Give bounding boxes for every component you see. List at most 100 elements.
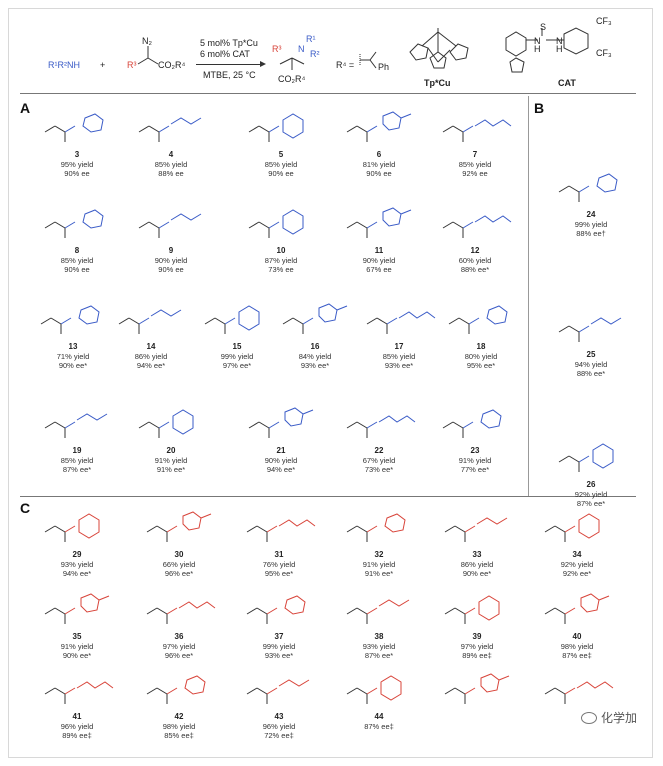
compound-yield: 99% yield	[574, 220, 608, 229]
compound-ee: 72% ee‡	[264, 731, 294, 740]
compound-yield: 90% yield	[362, 256, 396, 265]
compound-yield: 81% yield	[362, 160, 396, 169]
compound-yield: 85% yield	[382, 352, 416, 361]
compound-number: 19	[72, 446, 82, 455]
compound-yield: 86% yield	[134, 352, 168, 361]
compound-ee: 85% ee‡	[164, 731, 194, 740]
compound-number: 38	[374, 632, 384, 641]
compound-structure	[118, 309, 182, 334]
compound-yield: 90% yield	[264, 456, 298, 465]
compound-ee: 90% ee	[366, 169, 392, 178]
product-ester-label: CO₂R⁴	[278, 74, 306, 84]
r4-group-structure	[359, 51, 377, 69]
compound-number: 31	[274, 550, 284, 559]
compound-structure	[44, 593, 110, 624]
compound-structure	[44, 209, 104, 238]
compound-structure	[248, 113, 304, 142]
cat-h-left: H	[534, 44, 541, 54]
compound-yield: 85% yield	[154, 160, 188, 169]
compound-ee: 90% ee	[268, 169, 294, 178]
compound-ee: 77% ee*	[460, 465, 490, 474]
compound-number: 12	[470, 246, 480, 255]
compound-yield: 76% yield	[262, 560, 296, 569]
compound-structure	[44, 681, 114, 704]
compound-structure	[346, 207, 412, 238]
compound-yield: 91% yield	[60, 642, 94, 651]
compound-yield: 67% yield	[362, 456, 396, 465]
product-structure	[279, 57, 305, 70]
compound-ee: 95% ee*	[466, 361, 496, 370]
compound-yield: 87% yield	[264, 256, 298, 265]
compound-structure	[346, 415, 416, 438]
watermark: 化学加	[580, 709, 637, 726]
compound-yield: 71% yield	[56, 352, 90, 361]
compound-yield: 92% yield	[574, 490, 608, 499]
tpcu-catalyst-structure	[409, 28, 469, 69]
compound-structure	[544, 593, 610, 624]
compound-structure	[246, 519, 316, 542]
diazo-structure	[137, 46, 159, 65]
compound-structure	[444, 595, 500, 624]
compound-structure	[282, 303, 348, 334]
reaction-scheme: R¹R²NH + N₂ R³ CO₂R⁴ 5 mol% Tp*Cu 6 mol%…	[10, 14, 645, 90]
compound-yield: 99% yield	[220, 352, 254, 361]
diazo-ester-label: CO₂R⁴	[158, 60, 186, 70]
compound-yield: 97% yield	[460, 642, 494, 651]
compound-ee: 90% ee	[64, 265, 90, 274]
section-label-a: A	[20, 100, 31, 116]
compound-ee: 93% ee*	[384, 361, 414, 370]
compound-yield: 85% yield	[60, 456, 94, 465]
compound-number: 32	[374, 550, 384, 559]
divider-middle	[20, 496, 636, 497]
compound-number: 3	[74, 150, 80, 159]
section-label-b: B	[534, 100, 545, 116]
compound-ee: 92% ee*	[562, 569, 592, 578]
compound-number: 40	[572, 632, 582, 641]
compound-number: 21	[276, 446, 286, 455]
compound-structure	[146, 601, 216, 624]
compound-number: 16	[310, 342, 320, 351]
compound-ee: 90% ee*	[462, 569, 492, 578]
compound-44	[534, 672, 620, 712]
reaction-arrow	[196, 64, 262, 65]
compound-number: 30	[174, 550, 184, 559]
compound-number: 25	[586, 350, 596, 359]
amine-reagent: R¹R²NH	[48, 60, 80, 70]
compound-ee: 88% ee†	[576, 229, 606, 238]
compound-number: 4	[168, 150, 174, 159]
cat-cf3-top: CF₃	[596, 16, 612, 26]
compound-ee: 89% ee‡	[62, 731, 92, 740]
compound-number: 18	[476, 342, 486, 351]
compound-ee: 93% ee*	[300, 361, 330, 370]
plus-sign: +	[100, 60, 106, 70]
compound-number: 35	[72, 632, 82, 641]
compound-ee: 90% ee*	[58, 361, 88, 370]
cat-label: CAT	[558, 78, 576, 88]
compound-number: 34	[572, 550, 582, 559]
compound-ee: 87% ee*	[576, 499, 606, 508]
compound-ee: 94% ee*	[62, 569, 92, 578]
compound-number: 6	[376, 150, 382, 159]
product-n-label: N	[298, 44, 305, 54]
condition-cocatalyst: 6 mol% CAT	[200, 49, 250, 59]
compound-yield: 80% yield	[464, 352, 498, 361]
compound-structure	[248, 209, 304, 238]
cat-n-right: N	[556, 36, 563, 46]
